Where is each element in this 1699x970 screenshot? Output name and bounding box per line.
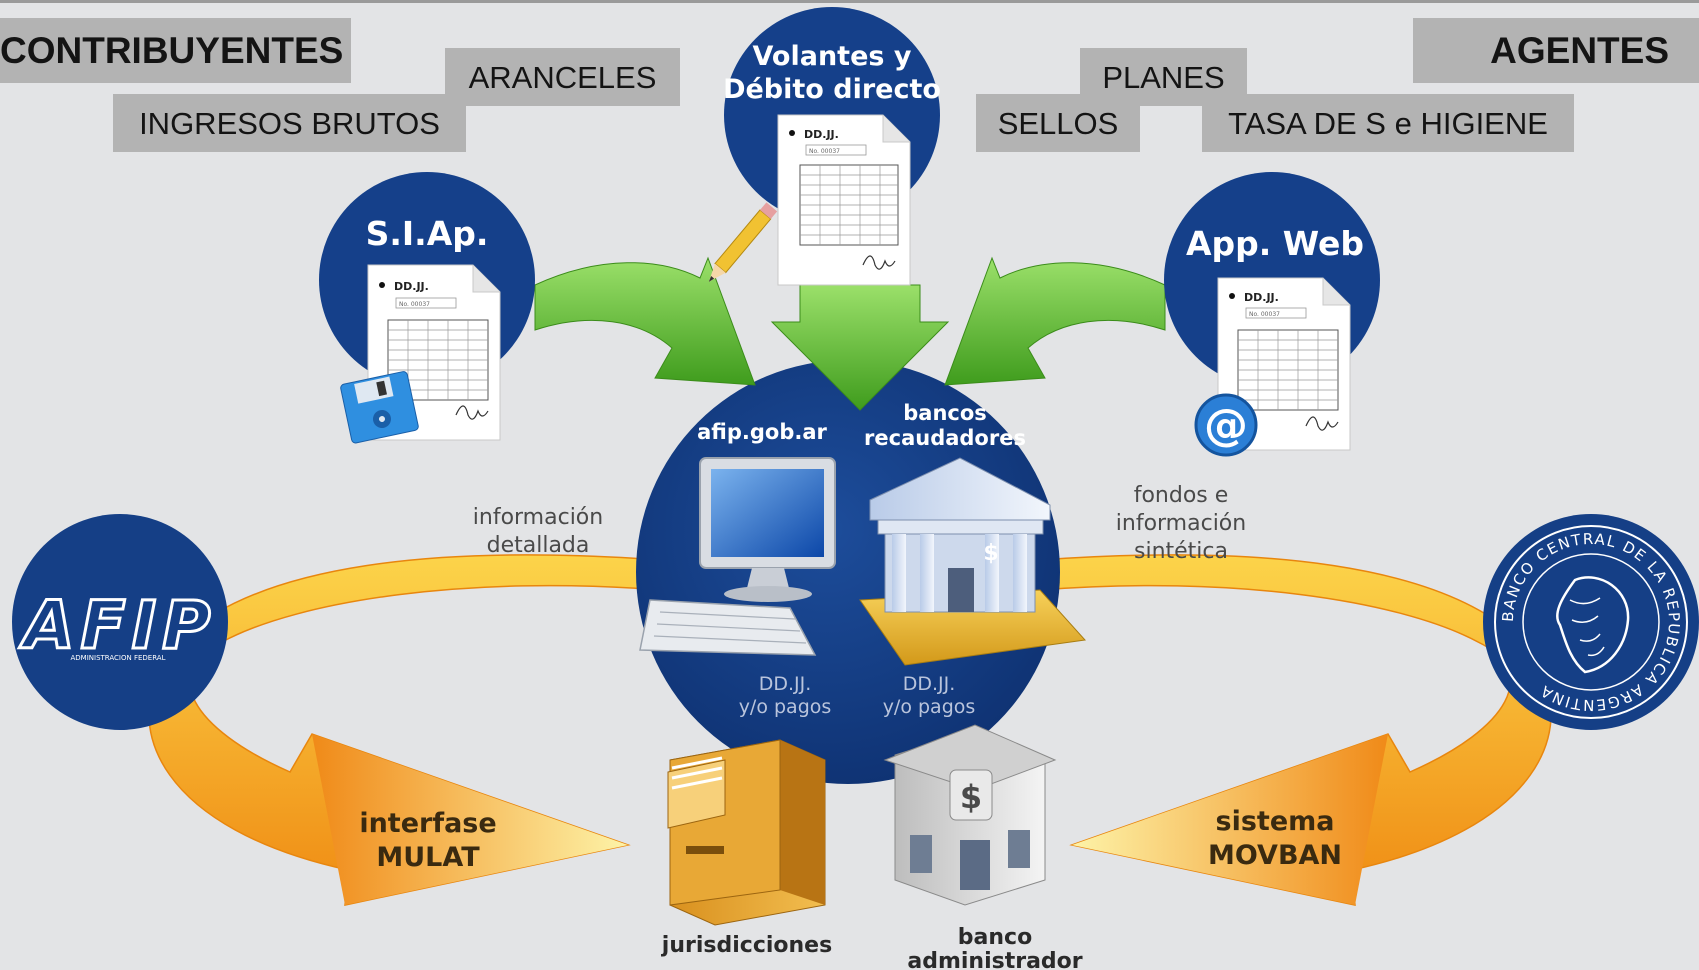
- sellos-tag: SELLOS: [976, 94, 1140, 152]
- appweb-title: App. Web: [1186, 224, 1364, 263]
- svg-text:$: $: [983, 541, 998, 566]
- bcra-logo-circle: [1483, 514, 1699, 730]
- volantes-title-line1: Volantes y: [753, 41, 912, 72]
- green-arrow-appweb: [944, 256, 1166, 386]
- afip-logo-subtitle: ADMINISTRACION FEDERAL: [70, 654, 165, 662]
- banco-label-line1: banco: [958, 925, 1032, 950]
- ddjj-pagos-left-line2: y/o pagos: [739, 696, 832, 718]
- at-sign-icon: @: [1194, 393, 1258, 457]
- agentes-tag: AGENTES: [1413, 18, 1699, 83]
- banco-administrador-icon: $: [883, 724, 1057, 906]
- orange-arrow-right: [1039, 554, 1552, 906]
- form-number: No. 00037: [399, 301, 430, 308]
- svg-text:@: @: [1204, 400, 1248, 451]
- contribuyentes-tag: CONTRIBUYENTES: [0, 18, 351, 83]
- ddjj-form-volantes: DD.JJ. No. 00037: [777, 114, 911, 286]
- afip-logo-circle: [12, 514, 228, 730]
- afip-logo: AFIP ADMINISTRACION FEDERAL: [17, 586, 216, 666]
- mulat-label-line2: MULAT: [376, 842, 480, 873]
- form-number: No. 00037: [809, 148, 840, 155]
- ddjj-pagos-left-line1: DD.JJ.: [759, 673, 812, 695]
- form-ddjj-label: DD.JJ.: [804, 128, 839, 141]
- jurisdicciones-label: jurisdicciones: [661, 933, 832, 958]
- fondos-line3: sintética: [1134, 539, 1228, 564]
- tasa-higiene-tag: TASA DE S e HIGIENE: [1202, 94, 1574, 152]
- aranceles-tag: ARANCELES: [445, 48, 680, 106]
- form-ddjj-label: DD.JJ.: [1244, 291, 1279, 304]
- green-arrow-volantes: [770, 284, 950, 411]
- pencil-icon: [708, 202, 778, 282]
- svg-text:$: $: [960, 778, 982, 816]
- banco-label-line2: administrador: [907, 949, 1082, 970]
- form-ddjj-label: DD.JJ.: [394, 280, 429, 293]
- green-arrow-siap: [534, 256, 756, 386]
- mulat-label-line1: interfase: [359, 808, 496, 839]
- movban-label-line1: sistema: [1216, 806, 1335, 837]
- ingresos-brutos-tag: INGRESOS BRUTOS: [113, 94, 466, 152]
- hub-bancos-label-line2: recaudadores: [864, 426, 1026, 450]
- form-number: No. 00037: [1249, 311, 1280, 318]
- computer-icon: [639, 457, 836, 656]
- hub-bancos-label-line1: bancos: [903, 401, 987, 425]
- info-detallada-line1: información: [473, 505, 603, 530]
- fondos-line1: fondos e: [1134, 483, 1229, 508]
- volantes-title-line2: Débito directo: [723, 74, 941, 105]
- ddjj-pagos-right-line1: DD.JJ.: [903, 673, 956, 695]
- fondos-line2: información: [1116, 511, 1246, 536]
- floppy-disk-icon: [340, 371, 419, 444]
- siap-title: S.I.Ap.: [366, 214, 489, 253]
- ddjj-pagos-right-line2: y/o pagos: [883, 696, 976, 718]
- top-rule: [0, 0, 1699, 3]
- filing-cabinet-icon: [667, 739, 826, 926]
- orange-arrow-left: [148, 554, 661, 906]
- bank-building-icon: $: [859, 457, 1087, 666]
- afip-logo-letters: AFIP: [18, 587, 216, 664]
- movban-label-line2: MOVBAN: [1208, 840, 1342, 871]
- info-detallada-line2: detallada: [487, 533, 590, 558]
- hub-afip-site-label: afip.gob.ar: [697, 420, 827, 444]
